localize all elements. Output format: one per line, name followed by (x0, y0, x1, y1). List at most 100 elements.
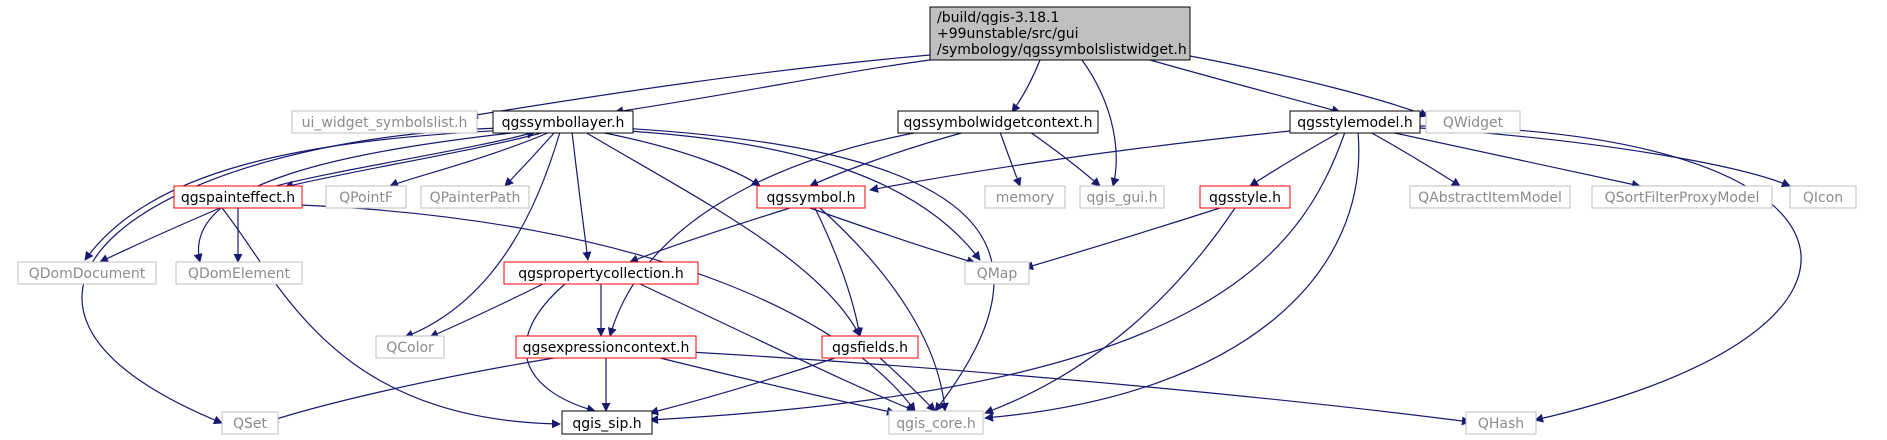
node-label: ui_widget_symbolslist.h (302, 115, 468, 131)
edge-painteffect-qgis-sip (221, 207, 561, 429)
edge-symbolwidgetcontext-qgssymbol (809, 131, 966, 187)
edge-stylemodel-qsortfilterproxymodel (1389, 131, 1641, 189)
node-qabstractitemmodel[interactable]: QAbstractItemModel (1409, 185, 1571, 209)
node-qpointf[interactable]: QPointF (325, 185, 407, 209)
node-qmap[interactable]: QMap (964, 261, 1030, 285)
node-qicon[interactable]: QIcon (1789, 185, 1857, 209)
node-label: QHash (1478, 416, 1524, 432)
edge-qgssymbol-qgspropertycollection (629, 207, 791, 264)
root-label-line1: /build/qgis-3.18.1 (937, 10, 1059, 26)
node-qdomdocument[interactable]: QDomDocument (17, 261, 157, 285)
node-qsortfilterproxymodel[interactable]: QSortFilterProxyModel (1591, 185, 1773, 209)
node-root-qgssymbolslistwidget[interactable]: /build/qgis-3.18.1 +99unstable/src/gui /… (929, 6, 1191, 61)
edge-qgssymbol-qgsfields (814, 207, 864, 337)
node-label: QSortFilterProxyModel (1605, 190, 1760, 206)
edge-expressioncontext-qset (269, 356, 561, 423)
node-qset[interactable]: QSet (221, 411, 279, 435)
edge-root-qgssymbollayer (614, 59, 931, 116)
edge-qgsstyle-qmap (1024, 207, 1221, 271)
node-label: QIcon (1803, 190, 1843, 206)
node-qgis-core[interactable]: qgis_core.h (888, 410, 984, 435)
node-label: qgssymbollayer.h (502, 115, 625, 131)
dependency-edges (81, 54, 1802, 429)
node-label: qgssymbolwidgetcontext.h (904, 115, 1093, 131)
edge-painteffect-qgis-core (299, 204, 916, 412)
node-label: qgssymbol.h (767, 190, 856, 206)
edge-stylemodel-qgis-sip (649, 131, 1346, 425)
node-qhash[interactable]: QHash (1465, 411, 1537, 435)
node-label: QDomDocument (29, 266, 146, 282)
edge-expressioncontext-qgis-core (659, 357, 896, 416)
edge-symbolwidgetcontext-qgis-gui (1029, 131, 1101, 187)
node-qgsstyle[interactable]: qgsstyle.h (1199, 185, 1291, 209)
edge-painteffect-qdomdocument (99, 207, 221, 263)
edge-symbollayer-painteffect (284, 131, 546, 190)
root-label-line2: +99unstable/src/gui (937, 26, 1079, 42)
edge-symbolwidgetcontext-qgsexpressioncontext (607, 129, 931, 337)
node-qpainterpath[interactable]: QPainterPath (420, 185, 530, 209)
node-label: QColor (386, 340, 434, 356)
edge-propertycollection-qgis-core (639, 283, 916, 413)
node-label: QWidget (1443, 115, 1504, 131)
edge-root-ui-widget-symbolslist (469, 54, 931, 120)
node-label: qgis_core.h (896, 416, 976, 432)
node-qgspropertycollection[interactable]: qgspropertycollection.h (503, 261, 699, 285)
node-label: qgis_sip.h (572, 416, 641, 432)
edge-stylemodel-qgssymbol (869, 129, 1301, 193)
edge-stylemodel-qicon (1419, 127, 1791, 188)
node-qgssymbolwidgetcontext[interactable]: qgssymbolwidgetcontext.h (897, 110, 1099, 134)
header-nodes: /build/qgis-3.18.1 +99unstable/src/gui /… (17, 6, 1857, 435)
edge-root-qgsstylemodel (1149, 59, 1341, 115)
node-qcolor[interactable]: QColor (375, 335, 445, 359)
edge-painteffect-symbollayer (271, 129, 536, 188)
edge-symbollayer-qgssymbol (599, 131, 761, 187)
edge-stylemodel-qabstractitemmodel (1369, 131, 1461, 187)
node-label: qgspainteffect.h (181, 190, 295, 206)
edge-root-qgis-gui (1081, 59, 1120, 187)
node-label: qgis_gui.h (1087, 190, 1158, 206)
edge-qgsstyle-qgis-core (984, 207, 1236, 415)
edge-symbollayer-qmap (609, 129, 981, 261)
node-qdomelement[interactable]: QDomElement (175, 261, 303, 285)
edge-symbollayer-qdomelement (193, 131, 521, 263)
edge-symbollayer-qgis-core (619, 127, 995, 412)
edge-root-qwidget (1189, 55, 1429, 118)
edge-qgssymbol-qmap (809, 207, 976, 265)
edge-expressioncontext-qhash (689, 351, 1471, 426)
node-label: memory (996, 190, 1055, 206)
edge-qgsfields-qgis-core (879, 357, 936, 412)
edge-symbollayer-qgsfields (584, 131, 861, 337)
edge-symbollayer-qpainterpath (504, 131, 556, 187)
edge-symbollayer-qgspropertycollection (571, 131, 592, 261)
node-qgis-sip[interactable]: qgis_sip.h (561, 410, 653, 435)
edge-stylemodel-qgsstyle (1249, 131, 1341, 187)
node-qwidget[interactable]: QWidget (1425, 110, 1521, 134)
edge-symbollayer-qset (81, 127, 501, 425)
node-qgssymbol[interactable]: qgssymbol.h (756, 185, 866, 209)
node-ui-widget-symbolslist[interactable]: ui_widget_symbolslist.h (291, 110, 478, 134)
node-qgsfields[interactable]: qgsfields.h (821, 335, 919, 359)
node-label: QMap (977, 266, 1018, 282)
node-qgis-gui[interactable]: qgis_gui.h (1079, 185, 1165, 209)
edge-propertycollection-qcolor (429, 282, 546, 338)
node-label: qgspropertycollection.h (518, 266, 684, 282)
node-qgspainteffect[interactable]: qgspainteffect.h (173, 185, 303, 209)
node-qgsstylemodel[interactable]: qgsstylemodel.h (1289, 110, 1421, 134)
node-label: qgsexpressioncontext.h (523, 340, 690, 356)
node-label: qgsstyle.h (1209, 190, 1281, 206)
edge-symbolwidgetcontext-memory (999, 131, 1022, 187)
node-memory[interactable]: memory (984, 185, 1066, 209)
edge-qgsfields-qgis-sip (649, 357, 836, 416)
edge-root-qgssymbolwidgetcontext (1011, 59, 1041, 113)
node-label: QSet (233, 416, 268, 432)
node-label: QPointF (339, 190, 393, 206)
edge-symbollayer-qcolor (404, 131, 561, 339)
root-label-line3: /symbology/qgssymbolslistwidget.h (937, 42, 1187, 58)
node-label: qgsstylemodel.h (1297, 115, 1413, 131)
node-qgsexpressioncontext[interactable]: qgsexpressioncontext.h (515, 335, 697, 359)
node-label: qgsfields.h (832, 340, 908, 356)
node-label: QAbstractItemModel (1418, 190, 1562, 206)
edge-qgssymbol-qgis-core (819, 207, 949, 412)
node-qgssymbollayer[interactable]: qgssymbollayer.h (492, 110, 634, 134)
